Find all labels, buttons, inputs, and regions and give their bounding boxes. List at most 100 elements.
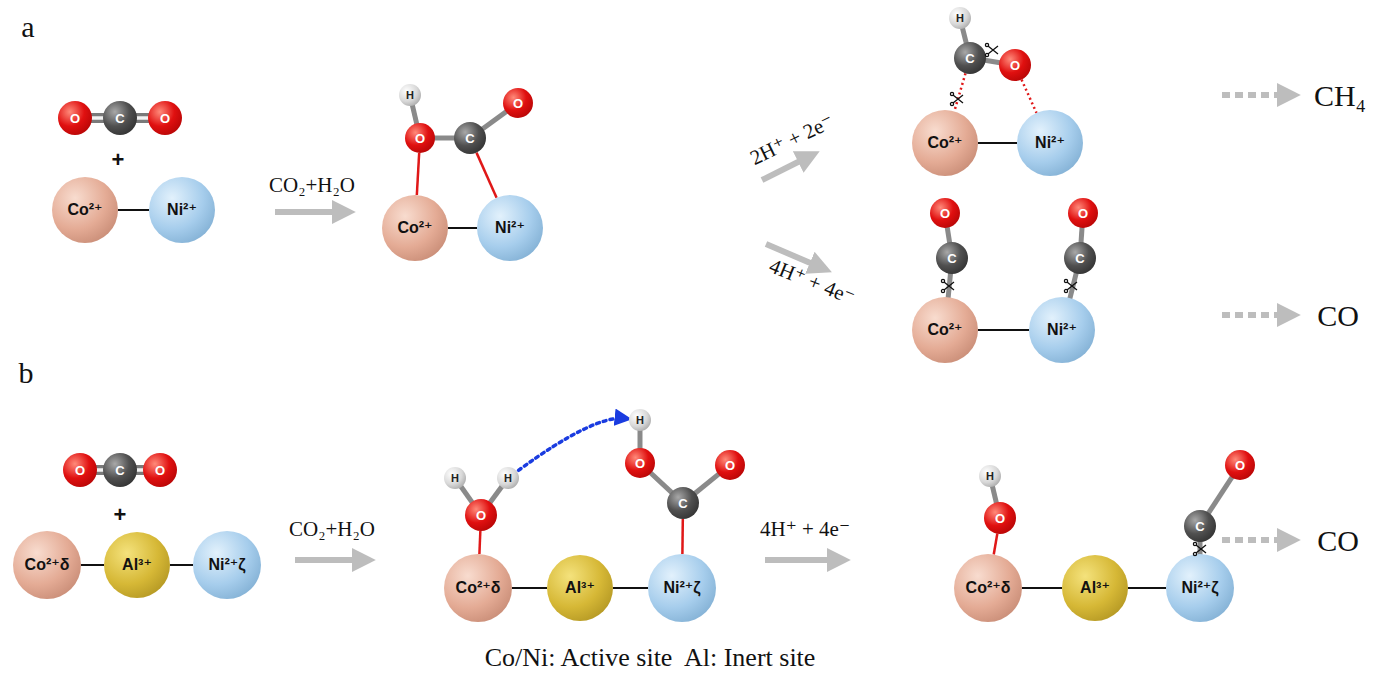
atom-sphere: Ni²⁺ xyxy=(477,195,543,261)
bond-line xyxy=(170,565,193,566)
atom-sphere: Ni²⁺ζ xyxy=(1166,554,1234,622)
atom-label: H xyxy=(406,90,414,101)
atom-sphere: O xyxy=(715,450,745,480)
scissors-mark xyxy=(985,43,998,56)
atom-label: O xyxy=(1078,207,1088,220)
reaction-label: + xyxy=(112,148,125,172)
atom-label: C xyxy=(947,252,956,265)
atom-sphere: H xyxy=(497,467,519,489)
atom-label: O xyxy=(513,97,523,110)
atom-sphere: O xyxy=(1225,450,1255,480)
atom-label: O xyxy=(415,132,425,145)
atom-label: H xyxy=(504,473,512,484)
atom-label: Co²⁺ xyxy=(927,135,962,151)
reaction-arrow xyxy=(295,557,365,563)
bond-line xyxy=(1022,588,1062,589)
bond-line xyxy=(512,588,547,589)
atom-sphere: C xyxy=(954,42,986,74)
atom-label: O xyxy=(940,207,950,220)
atom-sphere: H xyxy=(629,409,651,431)
atom-label: C xyxy=(965,52,974,65)
atom-label: O xyxy=(155,464,165,477)
bond-line xyxy=(978,143,1017,144)
atom-sphere: Al³⁺ xyxy=(104,532,170,598)
bond-line xyxy=(682,519,683,554)
atom-sphere: H xyxy=(979,465,1001,487)
atom-sphere: C xyxy=(1064,242,1096,274)
atom-sphere: Co²⁺ xyxy=(52,177,118,243)
atom-label: Co²⁺δ xyxy=(25,557,70,573)
atom-sphere: Co²⁺ xyxy=(382,195,448,261)
atom-sphere: C xyxy=(667,487,699,519)
bond-line xyxy=(954,73,965,111)
atom-label: O xyxy=(160,112,170,125)
atom-label: Ni²⁺ xyxy=(1035,135,1065,151)
bond-line xyxy=(81,565,104,566)
atom-label: O xyxy=(75,464,85,477)
atom-label: Ni²⁺ xyxy=(167,202,197,218)
bond-line xyxy=(480,109,509,130)
atom-label: Co²⁺ xyxy=(397,220,432,236)
atom-label: Co²⁺ xyxy=(67,202,102,218)
bond-line xyxy=(476,153,496,198)
bond-line xyxy=(1069,270,1077,302)
reaction-label: CO₂+H₂O xyxy=(289,518,375,541)
atom-sphere: Al³⁺ xyxy=(547,555,613,621)
atom-sphere: C xyxy=(1184,510,1216,542)
atom-sphere: Co²⁺δ xyxy=(13,531,81,599)
atom-sphere: C xyxy=(103,101,137,135)
scissors-mark xyxy=(1064,279,1077,292)
dashed-arrow xyxy=(1222,312,1290,318)
atom-sphere: Ni²⁺ζ xyxy=(193,531,261,599)
atom-sphere: O xyxy=(999,49,1031,81)
atom-sphere: Ni²⁺ xyxy=(149,177,215,243)
reaction-label: CO₂+H₂O xyxy=(269,174,355,197)
reaction-label: 4H⁺ + 4e⁻ xyxy=(760,518,850,541)
atom-sphere: H xyxy=(949,7,971,29)
reaction-label: CO xyxy=(1317,299,1359,332)
atom-label: Ni²⁺ζ xyxy=(1181,580,1218,596)
atom-label: Ni²⁺ xyxy=(1047,322,1077,338)
reaction-label: CH₄ xyxy=(1314,79,1366,112)
reaction-arrow xyxy=(765,557,840,563)
bond-line xyxy=(479,531,481,554)
atom-sphere: Ni²⁺ xyxy=(1017,110,1083,176)
reaction-label: CO xyxy=(1317,524,1359,557)
proton-transfer-arrow xyxy=(518,418,625,470)
bond-line xyxy=(1022,80,1037,113)
bond-line xyxy=(692,472,721,496)
atom-sphere: O xyxy=(63,453,97,487)
scissors-mark xyxy=(950,92,963,105)
atom-label: Ni²⁺ζ xyxy=(663,580,700,596)
atom-sphere: Co²⁺δ xyxy=(444,554,512,622)
atom-sphere: Ni²⁺ζ xyxy=(648,554,716,622)
bond-line xyxy=(417,153,419,195)
atom-sphere: Co²⁺ xyxy=(912,297,978,363)
atom-label: O xyxy=(476,509,486,522)
atom-label: O xyxy=(995,512,1005,525)
atom-label: O xyxy=(1235,459,1245,472)
atom-label: C xyxy=(1075,252,1084,265)
atom-label: C xyxy=(678,497,687,510)
atom-sphere: Al³⁺ xyxy=(1062,555,1128,621)
atom-sphere: C xyxy=(454,122,486,154)
atom-label: H xyxy=(986,471,994,482)
dashed-arrow xyxy=(1222,92,1290,98)
atom-label: O xyxy=(70,112,80,125)
atom-label: Ni²⁺ xyxy=(495,220,525,236)
reaction-arrow xyxy=(275,209,345,215)
atom-sphere: H xyxy=(444,467,466,489)
atom-sphere: O xyxy=(930,198,960,228)
atom-label: O xyxy=(1010,59,1020,72)
bond-line xyxy=(448,228,477,229)
atom-label: Co²⁺ xyxy=(927,322,962,338)
atom-label: Al³⁺ xyxy=(1080,580,1110,596)
atom-label: Co²⁺δ xyxy=(966,580,1011,596)
bond-line xyxy=(994,534,998,555)
atom-label: H xyxy=(636,415,644,426)
atom-sphere: Co²⁺ xyxy=(912,110,978,176)
atom-sphere: O xyxy=(984,502,1016,534)
atom-sphere: O xyxy=(465,499,497,531)
atom-sphere: O xyxy=(625,448,655,478)
